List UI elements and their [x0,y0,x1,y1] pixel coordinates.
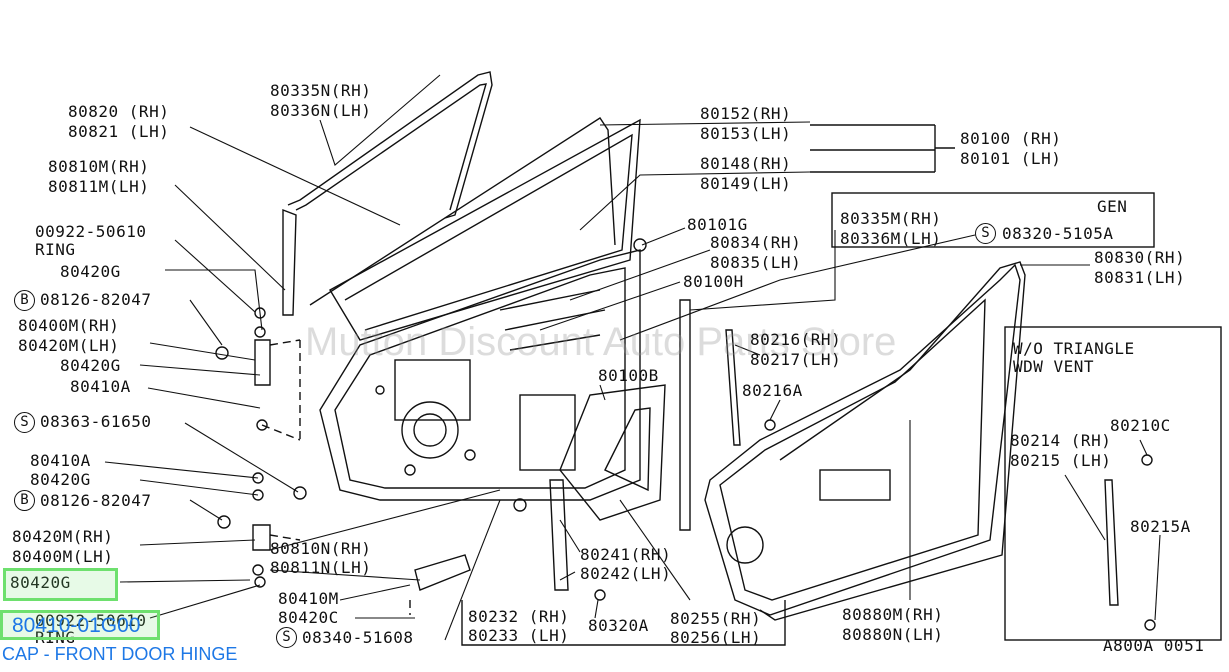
part-label[interactable]: 80420M(RH) [12,527,114,546]
part-label[interactable]: 80400M(RH) [18,316,120,335]
vent-molding [1104,479,1119,606]
part-label[interactable]: 80834(RH) [710,233,802,252]
part-label[interactable]: 80215A [1130,517,1191,536]
leader-lines [104,74,1161,641]
part-label[interactable]: 80210C [1110,416,1171,435]
part-label[interactable]: 80233 (LH) [468,626,570,645]
part-label[interactable]: 80255(RH) [670,609,762,628]
part-label[interactable]: 80820 (RH) [68,102,170,121]
part-label[interactable]: RING [35,240,76,259]
alignment-dashes [261,339,411,615]
drawing-code: A800A 0051 [1103,636,1205,655]
screw-mark-icon: S [975,223,996,244]
part-label[interactable]: 80242(LH) [580,564,672,583]
part-caption: CAP - FRONT DOOR HINGE [2,644,238,664]
part-label[interactable]: 80880M(RH) [842,605,944,624]
part-label[interactable]: 80420G [60,356,121,375]
part-label[interactable]: 80256(LH) [670,628,762,647]
part-label[interactable]: 80100 (RH) [960,129,1062,148]
part-label[interactable]: 80830(RH) [1094,248,1186,267]
wo-vent-legend-line2: WDW VENT [1013,357,1095,376]
door-weatherstrip [759,261,1026,621]
part-label[interactable]: 08126-82047 [40,491,152,510]
part-label[interactable]: 08340-51608 [302,628,414,647]
part-number-highlight-box[interactable] [0,610,160,640]
part-label[interactable]: 80420G [30,470,91,489]
part-label[interactable]: 80420G [10,573,71,592]
wo-vent-legend-box [1004,326,1222,641]
window-run-channel [282,71,641,341]
part-label[interactable]: 80835(LH) [710,253,802,272]
part-label[interactable]: 80101 (LH) [960,149,1062,168]
part-label[interactable]: 80420M(LH) [18,336,120,355]
part-label[interactable]: 80100B [598,366,659,385]
part-label[interactable]: 80101G [687,215,748,234]
assembly-bracket [810,124,955,173]
wo-vent-legend-line1: W/O TRIANGLE [1013,339,1135,358]
bolt-mark-icon: B [14,290,35,311]
part-label[interactable]: 08126-82047 [40,290,152,309]
part-label[interactable]: 80811N(LH) [270,558,372,577]
part-label[interactable]: 80410A [70,377,131,396]
part-label[interactable]: 80148(RH) [700,154,792,173]
gen-legend-box [831,192,1155,248]
part-label[interactable]: 80831(LH) [1094,268,1186,287]
part-label[interactable]: 80410M [278,589,339,608]
screw-mark-icon: S [276,627,297,648]
part-label[interactable]: 08363-61650 [40,412,152,431]
part-label[interactable]: 80821 (LH) [68,122,170,141]
part-label[interactable]: 80336M(LH) [840,229,942,248]
rear-channel [725,329,741,446]
sash-rail-front [549,479,569,591]
highlighted-part-number[interactable]: 80410-01G00 [12,614,141,637]
part-label[interactable]: 80149(LH) [700,174,792,193]
door-trim-panel [704,263,1021,616]
door-glass [559,384,666,521]
part-label[interactable]: 80152(RH) [700,104,792,123]
part-label[interactable]: 80420G [60,262,121,281]
watermark: Mutton Discount Auto Parts Store [305,320,897,364]
part-label[interactable]: 80335M(RH) [840,209,942,228]
part-label[interactable]: 80810N(RH) [270,539,372,558]
part-label[interactable]: 80214 (RH) [1010,431,1112,450]
sash-rail-rear [679,299,691,531]
part-label[interactable]: 80216A [742,381,803,400]
part-label[interactable]: 80232 (RH) [468,607,570,626]
part-label[interactable]: 80811M(LH) [48,177,150,196]
gen-legend: GEN [1097,197,1128,216]
part-label[interactable]: 80100H [683,272,744,291]
part-label[interactable]: 80420C [278,608,339,627]
part-label[interactable]: 80410A [30,451,91,470]
screw-mark-icon: S [14,412,35,433]
part-label[interactable]: 80400M(LH) [12,547,114,566]
part-label[interactable]: 80810M(RH) [48,157,150,176]
part-label[interactable]: 80335N(RH) [270,81,372,100]
glass-label-bracket [461,600,786,646]
part-label[interactable]: 80336N(LH) [270,101,372,120]
part-label[interactable]: 80216(RH) [750,330,842,349]
part-label[interactable]: 80153(LH) [700,124,792,143]
part-label[interactable]: 80241(RH) [580,545,672,564]
part-label[interactable]: 00922-50610 [35,611,147,630]
door-inner-panel [319,249,641,501]
bolt-mark-icon: B [14,490,35,511]
part-highlight-box[interactable] [3,568,118,601]
vent-glass [604,407,651,492]
part-label[interactable]: 00922-50610 [35,222,147,241]
part-label[interactable]: 08320-5105A [1002,224,1114,243]
part-label[interactable]: 80880N(LH) [842,625,944,644]
part-label[interactable]: 80217(LH) [750,350,842,369]
part-label[interactable]: 80320A [588,616,649,635]
part-label[interactable]: 80215 (LH) [1010,451,1112,470]
